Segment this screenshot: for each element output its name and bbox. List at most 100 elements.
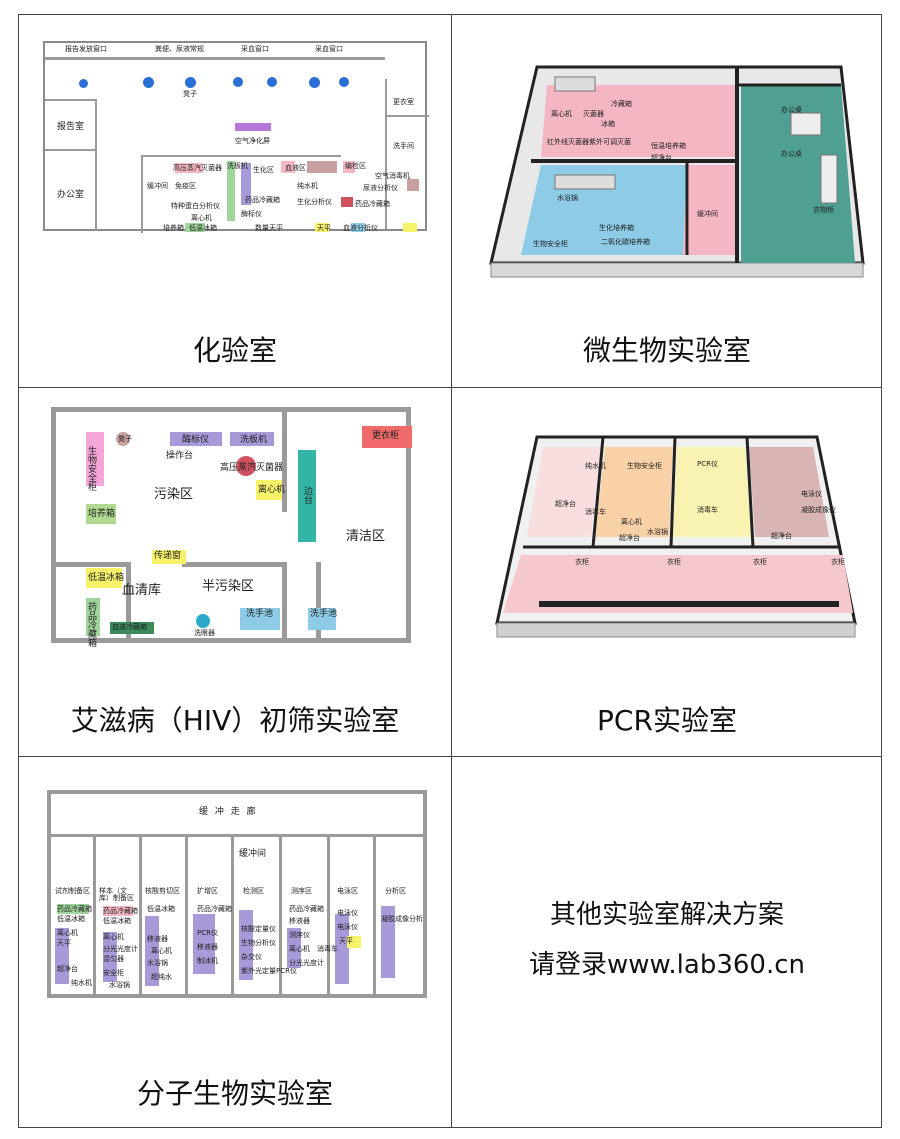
micro-label: 生物安全柜 [533,240,568,248]
hiv-label: 污染区 [154,487,194,502]
chem-label: 高压蒸汽灭菌器 [173,164,222,172]
hiv-label: 洗手池 [310,609,338,619]
mol-label: 核酸定量仪 [241,925,276,933]
pcr-label: 纯水机 [585,462,606,470]
mol-label: 混匀器 [103,955,124,963]
mol-label: 药品冷藏箱 [197,905,232,913]
chem-label: 纯水机 [297,182,318,190]
chem-window-label: 粪便、尿液常规 [155,45,204,53]
cell-hiv-lab[interactable]: 生物安全柜 凳子 酶标仪 洗板机 操作台 高压蒸汽灭菌器 污染区 离心机 边台 … [19,387,451,756]
pcr-label: 消毒车 [585,508,606,516]
cell-mol-lab[interactable]: 缓 冲 走 廊 缓冲间 试剂制备区 样本（文库）制备区 核酸剪切区 扩增区 检测… [19,756,451,1128]
caption-hiv: 艾滋病（HIV）初筛实验室 [70,704,400,737]
hiv-label: 洗眼器 [194,629,215,637]
cell-micro-lab[interactable]: 冷藏箱 灭菌器 冰箱 离心机 红外线灭菌器 紫外可调灭菌 超净台 恒温培养箱 缓… [451,15,883,387]
cell-pcr-lab[interactable]: 纯水机 生物安全柜 PCR仪 超净台 消毒车 离心机 水浴锅 超净台 消毒车 电… [451,387,883,756]
chem-label: 酶标仪 [241,210,262,218]
mol-label: 紫外光定量PCR仪 [241,967,297,975]
hiv-label: 血液冷藏箱 [112,623,147,631]
mol-label: 低温冰箱 [147,905,175,913]
chem-label: 药品冷藏箱 [355,200,390,208]
mol-label: 低温冰箱 [103,917,131,925]
mol-label: 水浴锅 [147,959,168,967]
pcr-label: 电泳仪 [801,490,822,498]
chem-room-label: 更衣室 [393,98,414,106]
mol-zone-label: 测序区 [291,887,312,895]
chem-label: 尿液分析仪 [363,184,398,192]
mol-label: 天平 [339,937,353,945]
chem-label: 天平 [317,224,331,232]
chem-label: 生化区 [253,166,274,174]
caption-chem: 化验室 [192,334,277,367]
grid-divider-vertical [451,15,452,1127]
hiv-label: 边台 [302,486,312,504]
chem-label: 洗板机 [227,162,248,170]
pcr-label: 水浴锅 [647,528,668,536]
micro-label: 水浴锅 [557,194,578,202]
mol-zone-label: 电泳区 [337,887,358,895]
chem-window-label: 报告发放窗口 [65,45,107,53]
mol-zone-label: 分析区 [385,887,406,895]
chem-room-label: 缓冲间 [147,182,168,190]
pcr-label: 离心机 [621,518,642,526]
chem-label: 血液区 [285,164,306,172]
micro-label: 紫外可调灭菌 [589,138,631,146]
cell-chem-lab[interactable]: 报告发放窗口 粪便、尿液常规 采血窗口 采血窗口 凳子 报告室 办公室 更衣室 … [19,15,451,387]
pcr-label: 衣柜 [575,558,589,566]
pcr-label: 衣柜 [667,558,681,566]
cell-promo[interactable]: 其他实验室解决方案 请登录www.lab360.cn [451,756,883,1128]
mol-label: 超净台 [57,965,78,973]
micro-label: 灭菌器 [583,110,604,118]
chem-window-label: 采血窗口 [315,45,343,53]
mol-label: 移液器 [147,935,168,943]
pcr-label: 消毒车 [697,506,718,514]
micro-label: 冰箱 [601,120,615,128]
hiv-label: 更衣柜 [372,431,400,441]
chem-room-label: 报告室 [57,122,85,132]
pcr-label: 超净台 [619,534,640,542]
pcr-label: 衣柜 [753,558,767,566]
hiv-label: 生物安全柜 [86,446,96,491]
micro-label: 衣物柜 [813,206,834,214]
mol-label: 凝胶成像分析 [381,915,423,923]
mol-label: 电泳仪 [337,909,358,917]
mol-label: 低温冰箱 [57,915,85,923]
pcr-label: PCR仪 [697,460,718,468]
mol-label: 分光光度计 [103,945,138,953]
mol-label: 天平 [57,939,71,947]
micro-label: 冷藏箱 [611,100,632,108]
mol-label: 离心机 [289,945,310,953]
pcr-floorplan [495,435,857,638]
mol-label: 消毒车 [317,945,338,953]
chem-label: 离心机 [191,214,212,222]
hiv-label: 酶标仪 [182,435,210,445]
pcr-label: 超净台 [771,532,792,540]
mol-label: 杂交仪 [241,953,262,961]
hiv-label: 离心机 [258,485,286,495]
micro-label: 二氧化碳培养箱 [601,238,650,246]
mol-zone-label: 扩增区 [197,887,218,895]
mol-label: 移液器 [289,917,310,925]
mol-label: 超纯水 [151,973,172,981]
chem-room-label: 办公室 [57,190,85,200]
mol-label: 移液器 [197,943,218,951]
chem-room-label: 洗手间 [393,142,414,150]
chem-label: 空气消毒机 [375,172,410,180]
hiv-label: 清洁区 [346,529,386,544]
micro-label: 超净台 [651,154,672,162]
mol-label: 离心机 [103,933,124,941]
mol-label: 测序仪 [289,931,310,939]
mol-label: 制冰机 [197,957,218,965]
mol-label: PCR仪 [197,929,218,937]
mol-label: 药品冷藏箱 [57,905,92,913]
hiv-label: 半污染区 [202,579,255,594]
chem-label: 特种蛋白分析仪 [171,202,220,210]
lab-grid: 报告发放窗口 粪便、尿液常规 采血窗口 采血窗口 凳子 报告室 办公室 更衣室 … [18,14,882,1128]
mol-label: 水浴锅 [109,981,130,989]
hiv-label: 高压蒸汽灭菌器 [220,463,284,473]
promo-link[interactable]: 请登录www.lab360.cn [529,950,805,980]
chem-label: 编检区 [345,162,366,170]
pcr-label: 凝胶成像仪 [801,506,836,514]
mol-label: 生物分析仪 [241,939,276,947]
micro-label: 离心机 [551,110,572,118]
